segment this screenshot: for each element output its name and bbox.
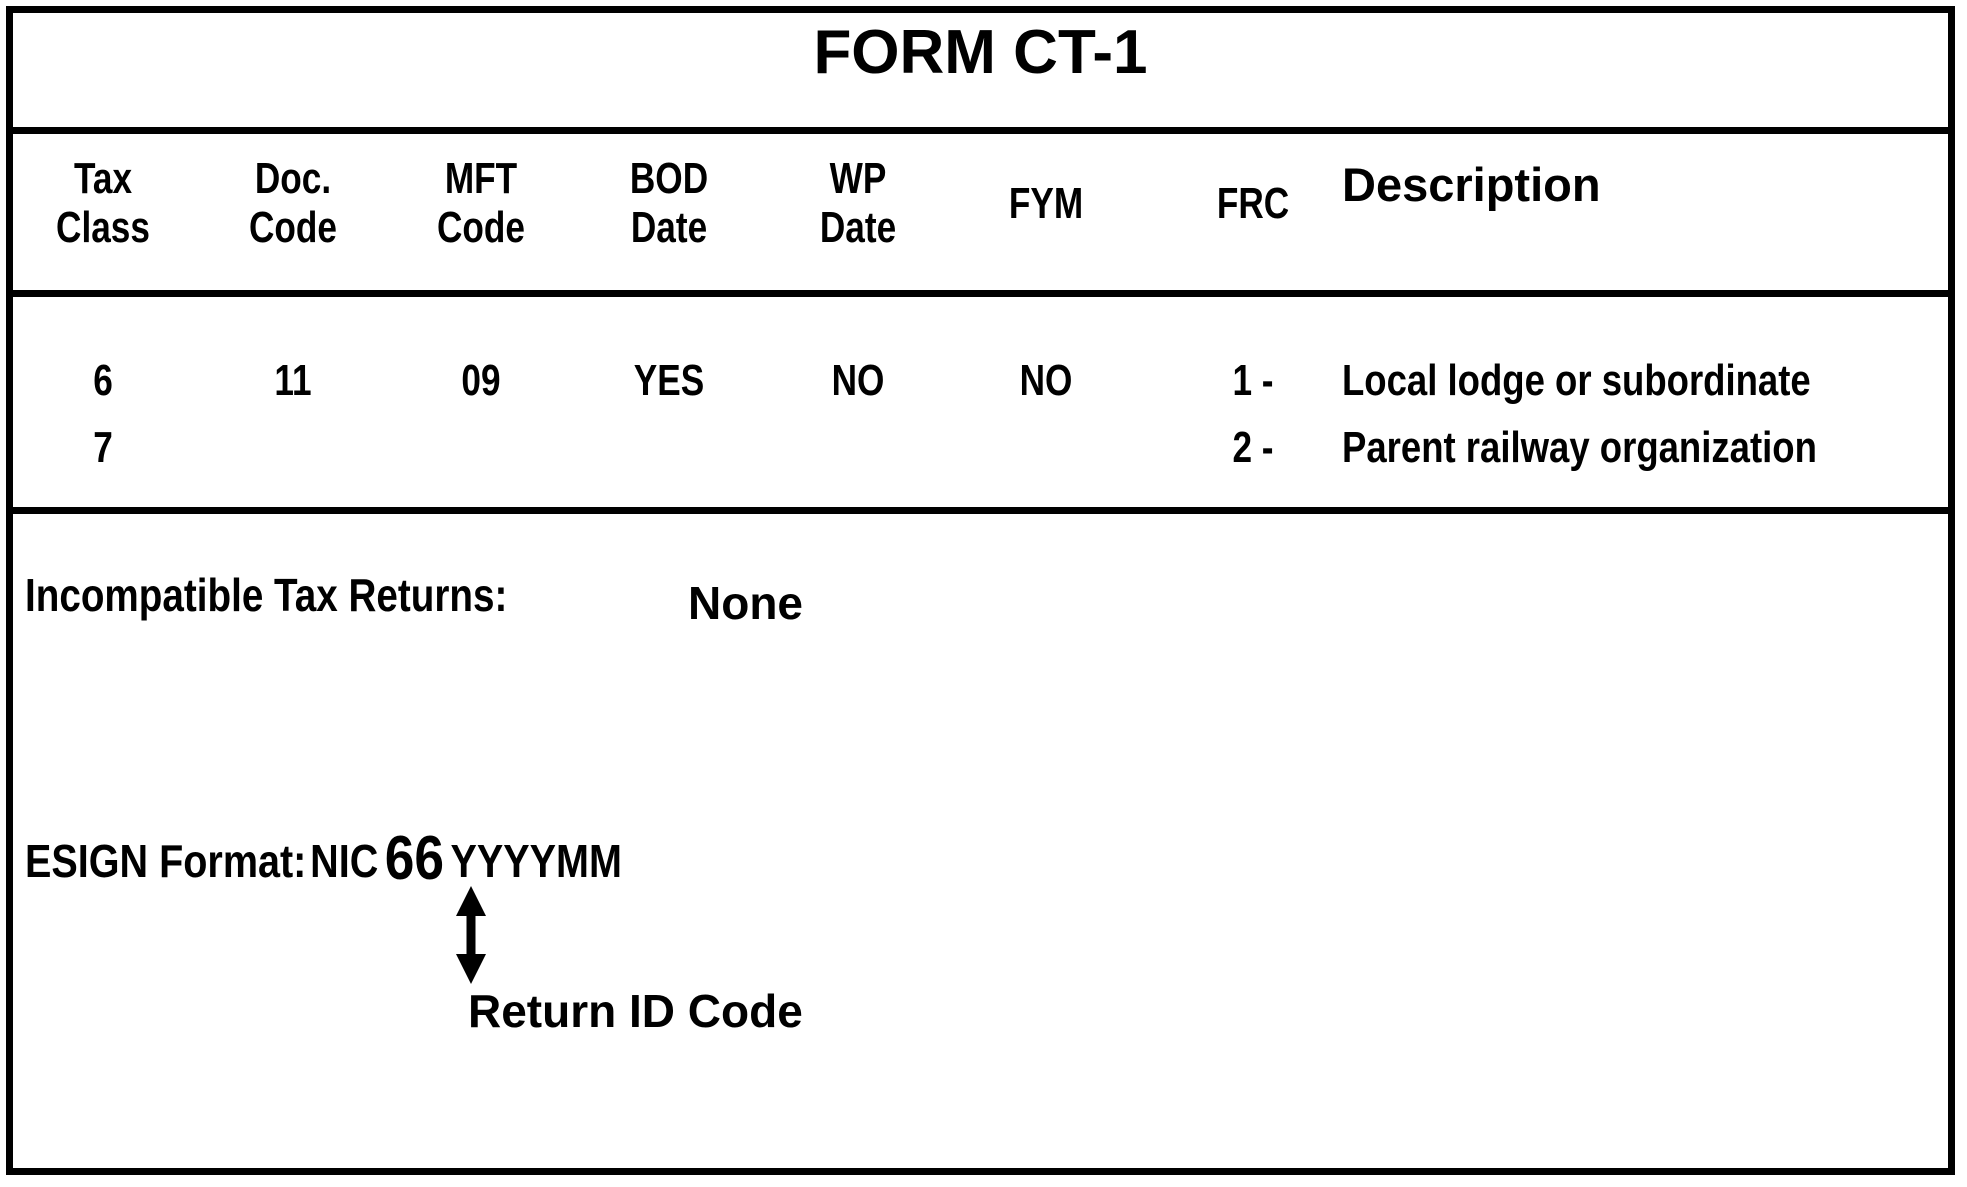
incompatible-tax-returns-value: None (688, 577, 803, 629)
page-title: FORM CT-1 (813, 18, 1148, 87)
column-header-mft-code: MFT Code (409, 154, 553, 252)
column-header-wp-date-line1: WP (829, 154, 887, 203)
cell-frc: 1 - (1232, 356, 1274, 405)
esign-format-line: ESIGN Format: NIC 66 YYYYMM (25, 828, 622, 890)
column-header-bod-date-line2: Date (630, 203, 708, 252)
cell-description: Local lodge or subordinate (1342, 356, 1811, 405)
column-header-doc-code: Doc. Code (221, 154, 365, 252)
return-id-code-callout: Return ID Code (468, 985, 803, 1037)
column-header-frc: FRC (1216, 179, 1290, 228)
cell-tax-class: 7 (93, 423, 113, 472)
column-header-tax-class-line1: Tax (73, 154, 133, 203)
column-header-doc-code-line1: Doc. (254, 154, 332, 203)
esign-format-suffix: YYYYMM (450, 835, 622, 887)
esign-format-label: ESIGN Format: (25, 835, 307, 887)
cell-tax-class: 6 (93, 356, 113, 405)
divider-below-header (6, 290, 1955, 297)
cell-fym: NO (1019, 356, 1073, 405)
form-outer-border (6, 6, 1955, 1175)
esign-format-prefix: NIC (310, 835, 379, 887)
column-header-mft-code-line1: MFT (444, 154, 518, 203)
cell-mft-code: 09 (461, 356, 501, 405)
double-headed-vertical-arrow-icon (452, 886, 490, 984)
column-header-mft-code-line2: Code (437, 203, 525, 252)
column-header-tax-class-line2: Class (56, 203, 150, 252)
divider-below-table (6, 507, 1955, 514)
column-header-wp-date: WP Date (786, 154, 930, 252)
cell-wp-date: NO (831, 356, 885, 405)
column-header-fym: FYM (1008, 179, 1084, 228)
column-header-bod-date: BOD Date (597, 154, 741, 252)
column-header-tax-class: Tax Class (31, 154, 175, 252)
cell-bod-date: YES (633, 356, 705, 405)
cell-description: Parent railway organization (1342, 423, 1817, 472)
esign-return-id-code: 66 (384, 824, 445, 893)
column-header-doc-code-line2: Code (249, 203, 337, 252)
cell-doc-code: 11 (274, 356, 312, 405)
column-header-description: Description (1342, 158, 1601, 211)
cell-frc: 2 - (1232, 423, 1274, 472)
column-header-wp-date-line2: Date (819, 203, 897, 252)
incompatible-tax-returns-label: Incompatible Tax Returns: (25, 569, 508, 621)
column-header-bod-date-line1: BOD (629, 154, 709, 203)
divider-below-title (6, 127, 1955, 134)
